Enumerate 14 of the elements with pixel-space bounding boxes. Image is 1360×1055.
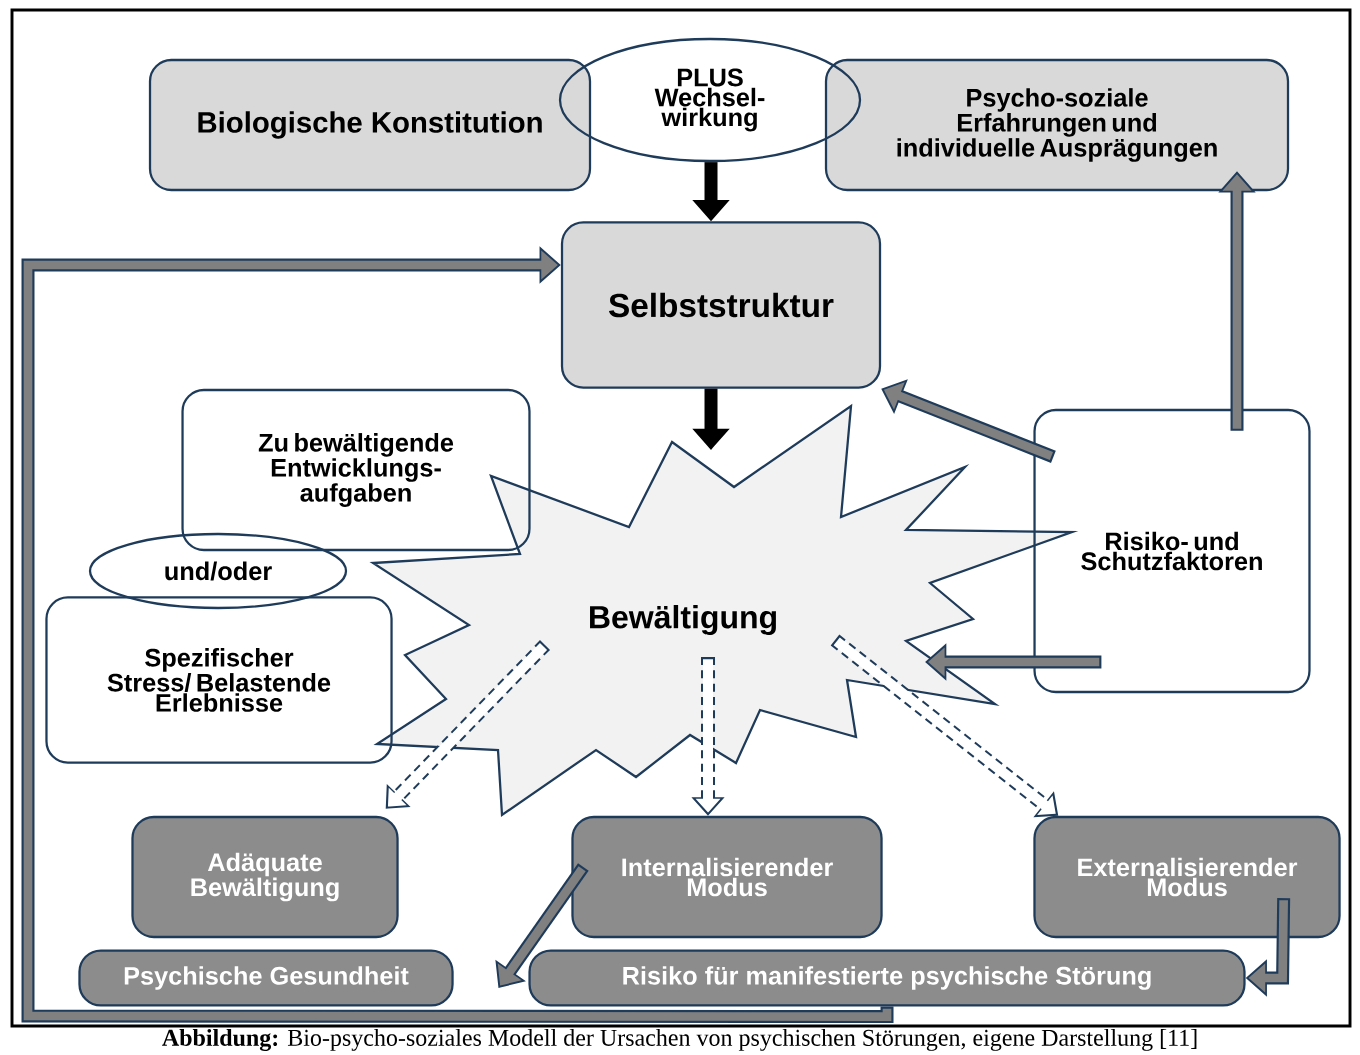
rounded-box: Zu bewältigende Entwicklungs- aufgaben [181, 388, 531, 552]
rounded-box: Risiko für manifestierte psychische Störung [528, 949, 1246, 1007]
block-arrow [21, 246, 894, 1024]
rounded-box: Adäquate Bewältigung [131, 815, 399, 939]
rounded-box: Risiko- und Schutzfaktoren [1033, 408, 1311, 694]
rounded-box: Internalisierender Modus [571, 815, 883, 939]
rounded-box: Psycho-soziale Erfahrungen und individuelle Ausprägungen [824, 58, 1290, 192]
rounded-box: Spezifischer Stress/ Belastende Erlebnisse [45, 596, 393, 764]
dashed-arrow [385, 640, 550, 809]
rounded-box: Biologische Konstitution [148, 58, 592, 192]
rounded-box: Externalisierender Modus [1033, 815, 1341, 939]
rounded-box: Selbststruktur [560, 221, 882, 389]
rounded-box: Psychische Gesundheit [78, 949, 454, 1007]
caption: Abbildung: Bio-psycho-soziales Modell der Ursachen von psychischen Störungen, eigene Darstellung [11] [162, 1029, 1197, 1051]
